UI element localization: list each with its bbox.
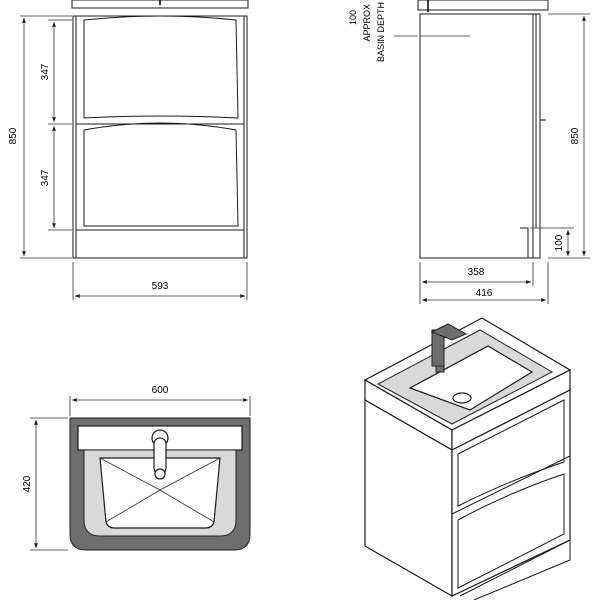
basin-depth-text: BASIN DEPTH: [376, 2, 386, 62]
iso-plinth: [459, 539, 571, 600]
side-view: [394, 0, 549, 259]
side-depth-total-label: 416: [476, 288, 493, 299]
basin-depth-approx: APPROX: [362, 4, 372, 42]
side-plinth-recess: [520, 227, 529, 258]
basin-depth-note: 100 APPROX BASIN DEPTH: [348, 2, 386, 62]
front-height-label: 850: [8, 127, 19, 144]
plan-bowl-inner: [99, 457, 221, 529]
plinth-label: 100: [554, 234, 565, 251]
side-depth-label: 358: [468, 267, 485, 278]
drawer-bottom-label: 347: [40, 169, 51, 186]
side-cabinet-body: [419, 13, 541, 259]
drawer-top-label: 347: [40, 63, 51, 80]
plan-slope-line: [159, 457, 221, 491]
front-dimensions: 850 347 347 593: [8, 15, 248, 300]
plan-depth-label: 420: [22, 475, 33, 492]
front-cabinet-body: [72, 15, 248, 259]
iso-drawer-top: [457, 399, 565, 507]
plan-view: [69, 417, 251, 551]
iso-bowl-inner: [408, 345, 534, 411]
front-plinth: [75, 229, 245, 259]
iso-tap-base: [435, 365, 445, 373]
front-drawer-top: [83, 15, 239, 119]
iso-drawer-divider: [451, 455, 571, 515]
plan-dimensions: 600 420: [22, 385, 251, 551]
plan-width-label: 600: [152, 385, 169, 396]
front-drawer-bottom: [83, 122, 239, 227]
plan-slope-line: [105, 489, 161, 523]
plan-drain: [154, 468, 166, 480]
iso-drain: [452, 392, 472, 404]
plan-slope-line: [159, 489, 215, 523]
front-view: [71, 0, 249, 259]
plan-slope-line: [99, 457, 161, 491]
side-dimensions: 850 100 358 416: [419, 13, 590, 304]
side-height-label: 850: [570, 127, 581, 144]
basin-depth-value: 100: [348, 10, 358, 25]
side-basin-top: [417, 0, 549, 11]
iso-tap-spout: [430, 323, 468, 341]
iso-drawer-bottom: [457, 473, 565, 589]
front-basin-top: [71, 0, 249, 9]
front-width-label: 593: [152, 281, 169, 292]
iso-view: [363, 317, 572, 600]
